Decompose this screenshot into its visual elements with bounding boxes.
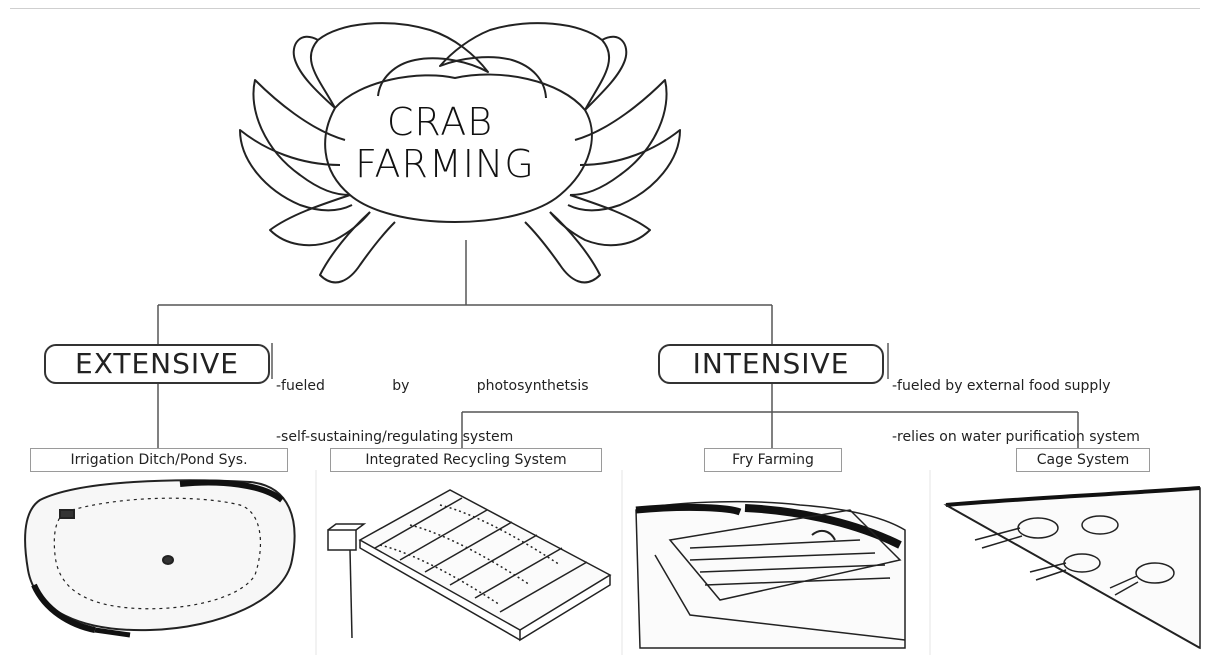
intensive-box: INTENSIVE	[658, 344, 884, 384]
diagram-title-line1: CRAB	[370, 100, 510, 144]
intensive-note-2: -relies on water purification system	[892, 429, 1204, 446]
system-label: Irrigation Ditch/Pond Sys.	[70, 452, 247, 468]
system-box-fry-farming: Fry Farming	[704, 448, 842, 472]
crab-right-claw	[440, 23, 609, 110]
crab-left-claw	[311, 23, 488, 108]
system-box-cage: Cage System	[1016, 448, 1150, 472]
cage-system-illustration	[946, 488, 1200, 648]
system-label: Cage System	[1037, 452, 1130, 468]
system-label: Fry Farming	[732, 452, 814, 468]
intensive-note-1: -fueled by external food supply	[892, 378, 1204, 395]
extensive-note-2: -self-sustaining/regulating system	[276, 429, 586, 446]
extensive-box: EXTENSIVE	[44, 344, 270, 384]
system-label: Integrated Recycling System	[365, 452, 566, 468]
extensive-note-1: -fueled by photosynthetsis	[276, 378, 586, 395]
pond-illustration	[25, 480, 294, 635]
extensive-label: EXTENSIVE	[75, 347, 239, 380]
diagram-title-line2: FARMING	[340, 142, 550, 186]
system-box-irrigation: Irrigation Ditch/Pond Sys.	[30, 448, 288, 472]
crab-right-legs	[570, 80, 667, 195]
fry-farming-illustration	[636, 502, 905, 648]
recycling-illustration	[328, 490, 610, 640]
intensive-label: INTENSIVE	[693, 347, 850, 380]
system-box-recycling: Integrated Recycling System	[330, 448, 602, 472]
